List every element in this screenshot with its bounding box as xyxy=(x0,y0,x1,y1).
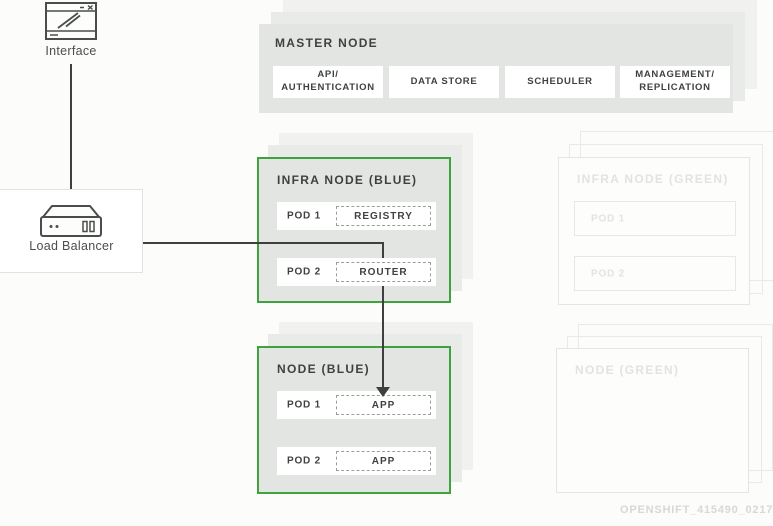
infra-node-green: INFRA NODE (GREEN) POD 1 POD 2 xyxy=(558,157,750,305)
node-blue-title: NODE (BLUE) xyxy=(277,362,370,376)
infra-green-pod1-row: POD 1 xyxy=(574,201,736,236)
app-service-box-1: APP xyxy=(336,395,431,415)
watermark-label: OPENSHIFT_415490_0217 xyxy=(620,504,773,516)
load-balancer-box: Load Balancer xyxy=(0,189,143,273)
node-green-title: NODE (GREEN) xyxy=(575,363,680,377)
arrow-down-icon xyxy=(376,387,390,397)
infra-green-pod1-label: POD 1 xyxy=(591,213,626,224)
infra-blue-pod2-row: POD 2 ROUTER xyxy=(277,258,436,286)
node-blue-pod2-row: POD 2 APP xyxy=(277,447,436,475)
master-node-title: MASTER NODE xyxy=(275,36,378,50)
load-balancer-icon xyxy=(40,205,102,237)
infra-node-blue: INFRA NODE (BLUE) POD 1 REGISTRY POD 2 R… xyxy=(257,157,451,303)
component-data-store: DATA STORE xyxy=(389,66,499,98)
infra-blue-pod1-label: POD 1 xyxy=(287,210,322,222)
node-blue: NODE (BLUE) POD 1 APP POD 2 APP xyxy=(257,346,451,494)
connector-lb-horizontal xyxy=(143,242,384,244)
infra-node-green-title: INFRA NODE (GREEN) xyxy=(577,172,729,186)
infra-node-blue-title: INFRA NODE (BLUE) xyxy=(277,173,418,187)
connector-interface-to-lb xyxy=(70,64,72,189)
component-scheduler: SCHEDULER xyxy=(505,66,615,98)
component-management-replication: MANAGEMENT/ REPLICATION xyxy=(620,66,730,98)
connector-router-to-app xyxy=(382,346,384,388)
registry-service-box: REGISTRY xyxy=(336,206,431,226)
router-service-box: ROUTER xyxy=(336,262,431,282)
infra-green-pod2-row: POD 2 xyxy=(574,256,736,291)
infra-green-pod2-label: POD 2 xyxy=(591,268,626,279)
interface-label: Interface xyxy=(45,44,97,58)
infra-blue-pod2-label: POD 2 xyxy=(287,266,322,278)
load-balancer-label: Load Balancer xyxy=(29,239,114,253)
app-service-box-2: APP xyxy=(336,451,431,471)
infra-blue-pod1-row: POD 1 REGISTRY xyxy=(277,202,436,230)
node-blue-pod2-label: POD 2 xyxy=(287,455,322,467)
component-api-authentication: API/ AUTHENTICATION xyxy=(273,66,383,98)
node-blue-pod1-row: POD 1 APP xyxy=(277,391,436,419)
browser-interface-icon xyxy=(45,2,97,40)
node-blue-pod1-label: POD 1 xyxy=(287,399,322,411)
connector-router-vertical xyxy=(382,242,384,346)
master-node: MASTER NODE API/ AUTHENTICATION DATA STO… xyxy=(259,24,733,113)
node-green: NODE (GREEN) xyxy=(556,348,749,493)
